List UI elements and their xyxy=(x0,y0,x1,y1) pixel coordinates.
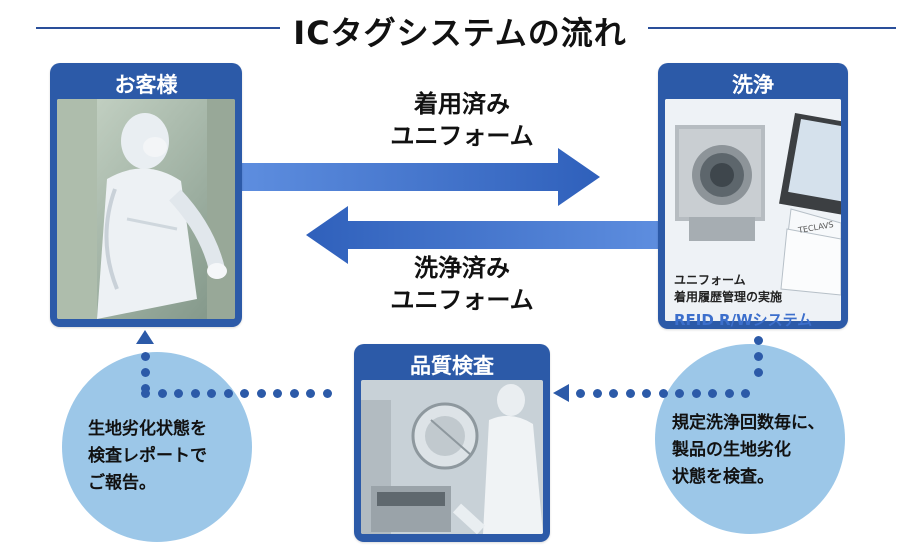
connector-dot xyxy=(141,352,150,361)
connector-dot xyxy=(754,368,763,377)
connector-dot xyxy=(141,384,150,393)
inspect-note-line2: 製品の生地劣化 xyxy=(672,440,791,460)
inspect-note-line3: 状態を検査。 xyxy=(672,467,774,487)
report-note-line2: 検査レポートで xyxy=(88,446,207,466)
inspect-note: 規定洗浄回数毎に、 製品の生地劣化 状態を検査。 xyxy=(672,410,825,491)
connector-dot xyxy=(190,389,200,398)
inspection-panel: 品質検査 xyxy=(354,344,550,542)
connector-dot xyxy=(240,389,249,398)
inspect-arrowhead xyxy=(553,384,569,402)
title-rule-left xyxy=(36,27,280,29)
diagram-title: ICタグシステムの流れ xyxy=(293,14,627,52)
connector-dot xyxy=(642,389,651,398)
report-note-line3: ご報告。 xyxy=(88,473,156,493)
washing-label: 洗浄 xyxy=(732,73,774,97)
title-rule-right xyxy=(648,27,896,29)
connector-dot xyxy=(609,389,618,398)
report-arrowhead xyxy=(136,330,154,344)
customer-photo xyxy=(57,99,235,319)
connector-dot xyxy=(256,389,266,398)
connector-dot xyxy=(691,389,701,398)
connector-dot xyxy=(207,389,216,398)
washing-photo xyxy=(665,99,841,321)
report-note-line1: 生地劣化状態を xyxy=(88,419,207,439)
connector-dot xyxy=(223,389,233,398)
connector-dot xyxy=(592,389,602,398)
arrow-to-washing xyxy=(230,148,600,206)
report-circle xyxy=(62,352,252,542)
connector-dot xyxy=(306,389,315,398)
connector-dot xyxy=(708,389,717,398)
flow-arrows xyxy=(230,148,670,264)
arrow-to-washing-line2: ユニフォーム xyxy=(390,122,534,150)
connector-dot xyxy=(157,389,167,398)
washing-caption-line1: ユニフォーム xyxy=(674,273,746,287)
connector-dot xyxy=(658,389,668,398)
connector-dot xyxy=(289,389,299,398)
washing-panel: 洗浄 ユニフォーム 着用履歴管理の実施 RFID R/Wシステム TECLAVS xyxy=(658,63,848,329)
arrow-to-customer xyxy=(306,206,670,264)
rfid-system-label: RFID R/Wシステム xyxy=(674,311,813,329)
connector-dot xyxy=(273,389,282,398)
connector-dot xyxy=(322,389,332,398)
inspect-note-line1: 規定洗浄回数毎に、 xyxy=(672,413,825,433)
connector-dot xyxy=(741,389,750,398)
inspect-circle xyxy=(655,344,845,534)
connector-dot xyxy=(724,389,734,398)
connector-dot xyxy=(675,389,684,398)
inspection-photo xyxy=(361,380,543,534)
arrow-to-customer-line1: 洗浄済み xyxy=(414,254,510,282)
arrow-to-washing-line1: 着用済み xyxy=(414,90,510,118)
connector-dot xyxy=(625,389,635,398)
washing-caption-line2: 着用履歴管理の実施 xyxy=(674,290,783,304)
customer-label: お客様 xyxy=(114,73,178,97)
connector-dot xyxy=(754,336,763,345)
washing-caption: ユニフォーム 着用履歴管理の実施 xyxy=(674,272,782,306)
connector-dot xyxy=(754,352,763,361)
connector-dot xyxy=(141,368,150,377)
arrow-to-customer-line2: ユニフォーム xyxy=(390,286,534,314)
arrow-to-washing-label: 着用済み ユニフォーム xyxy=(372,88,552,152)
connector-dot xyxy=(576,389,585,398)
connector-dot xyxy=(141,389,150,398)
inspection-label: 品質検査 xyxy=(410,354,494,378)
customer-panel: お客様 xyxy=(50,63,242,327)
report-note: 生地劣化状態を 検査レポートで ご報告。 xyxy=(88,416,207,497)
arrow-to-customer-label: 洗浄済み ユニフォーム xyxy=(372,252,552,316)
connector-dot xyxy=(174,389,183,398)
